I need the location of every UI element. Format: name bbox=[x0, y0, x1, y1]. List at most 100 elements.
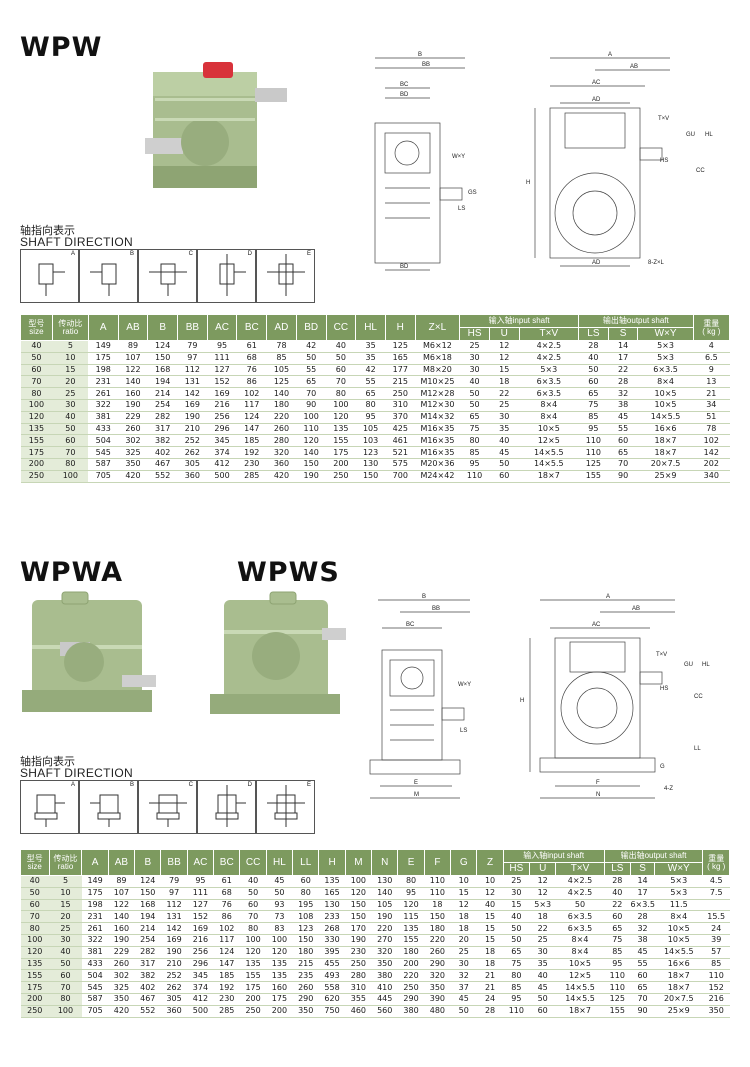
table-cell: 18 bbox=[450, 922, 477, 935]
table-cell: 73 bbox=[266, 910, 293, 924]
table-cell: 560 bbox=[371, 1005, 398, 1018]
table-cell: 60 bbox=[49, 969, 82, 983]
table-cell: 103 bbox=[355, 434, 386, 448]
header-wy-2: W×Y bbox=[654, 862, 704, 876]
table-cell: 22 bbox=[608, 364, 638, 377]
header-bc-1: BC bbox=[236, 314, 268, 341]
table-cell: 5×3 bbox=[637, 352, 694, 365]
header-output-shaft-1: 输出轴output shaft bbox=[578, 314, 694, 328]
table-cell: 65 bbox=[630, 981, 655, 994]
table-cell: 587 bbox=[81, 993, 109, 1006]
header-cc-2: CC bbox=[239, 849, 267, 876]
header-e-2: E bbox=[397, 849, 425, 876]
table-cell: 5×3 bbox=[654, 875, 703, 888]
table-cell: 322 bbox=[88, 399, 119, 412]
table-cell: 330 bbox=[318, 934, 346, 947]
table-cell: 38 bbox=[608, 399, 638, 412]
table-cell: 60 bbox=[578, 375, 609, 389]
table-cell: 80 bbox=[292, 887, 319, 900]
table-cell: 105 bbox=[371, 899, 398, 912]
table-cell: 40 bbox=[604, 887, 631, 900]
table-cell: 310 bbox=[345, 981, 372, 994]
table-cell: 97 bbox=[160, 887, 188, 900]
table-cell: 14×5.5 bbox=[555, 981, 605, 994]
table-cell: 18×7 bbox=[637, 434, 694, 448]
table-cell: 150 bbox=[345, 899, 372, 912]
header-hs-2: HS bbox=[502, 862, 531, 876]
table-cell: 230 bbox=[236, 458, 267, 471]
table-cell: 4 bbox=[693, 340, 730, 353]
table-cell: 76 bbox=[236, 364, 267, 377]
table-cell: 135 bbox=[239, 958, 267, 971]
drawing-label-ac-1: AC bbox=[592, 80, 601, 86]
table-cell: 45 bbox=[529, 981, 556, 994]
table-cell: 100 bbox=[239, 934, 267, 947]
table-cell: 262 bbox=[177, 446, 208, 459]
table-cell: 190 bbox=[160, 946, 188, 959]
direction-e-diagram: E bbox=[256, 249, 315, 303]
table-cell: 420 bbox=[108, 1005, 135, 1018]
table-cell: 95 bbox=[397, 887, 425, 900]
table-cell: 80 bbox=[49, 993, 82, 1006]
table-cell: 268 bbox=[318, 922, 346, 935]
table-cell: M8×20 bbox=[415, 364, 460, 377]
drawing-label-cc-2: CC bbox=[694, 694, 703, 700]
table-cell: 25 bbox=[529, 934, 556, 947]
table-cell: 750 bbox=[318, 1005, 346, 1018]
table-cell: 28 bbox=[604, 875, 631, 888]
table-cell: 95 bbox=[503, 993, 530, 1006]
table-cell: 14×5.5 bbox=[555, 993, 605, 1006]
direction-a-diagram: A bbox=[20, 249, 79, 303]
table-cell: 12×5 bbox=[519, 434, 579, 448]
table-cell: 320 bbox=[424, 969, 451, 983]
table-cell: 60 bbox=[608, 434, 638, 448]
table-cell: 115 bbox=[397, 910, 425, 924]
table-cell: 12 bbox=[529, 887, 556, 900]
drawing-label-hs-1: HS bbox=[660, 158, 668, 164]
table-cell: 60 bbox=[239, 899, 267, 912]
table-cell: 152 bbox=[187, 910, 214, 924]
table-cell: 108 bbox=[292, 910, 319, 924]
drawing-label-ll-2: LL bbox=[694, 746, 701, 752]
table-cell: 380 bbox=[371, 969, 398, 983]
table-cell: 587 bbox=[88, 458, 119, 471]
header-a-2: A bbox=[81, 849, 109, 876]
table-cell: 70 bbox=[239, 910, 267, 924]
table-cell: 61 bbox=[236, 340, 267, 353]
table-cell: 467 bbox=[147, 458, 178, 471]
table-cell: 296 bbox=[187, 958, 214, 971]
table-cell: 169 bbox=[177, 399, 208, 412]
table-cell: 65 bbox=[296, 375, 327, 389]
header-weight-2: 重量( kg ) bbox=[702, 849, 730, 876]
table-cell: 55 bbox=[630, 958, 655, 971]
table-cell: 155 bbox=[326, 434, 356, 448]
drawing-label-f-2: F bbox=[596, 780, 600, 786]
table-cell: 504 bbox=[88, 434, 119, 448]
table-cell: 142 bbox=[177, 387, 208, 400]
drawing-label-txv-2: T×V bbox=[656, 652, 667, 658]
table-cell: 18×7 bbox=[637, 446, 694, 459]
table-cell: 86 bbox=[236, 375, 267, 389]
table-cell: 305 bbox=[160, 993, 188, 1006]
table-cell: 350 bbox=[424, 981, 451, 994]
table-cell: 504 bbox=[81, 969, 109, 983]
table-cell: 380 bbox=[397, 1005, 425, 1018]
table-cell: 80 bbox=[397, 875, 425, 888]
table-cell: 85 bbox=[578, 411, 609, 424]
table-cell: 110 bbox=[424, 875, 451, 888]
header-bb-1: BB bbox=[177, 314, 208, 341]
drawing-label-hs-2: HS bbox=[660, 686, 668, 692]
table-cell: 155 bbox=[397, 934, 425, 947]
table-cell: 402 bbox=[147, 446, 178, 459]
table-cell: 140 bbox=[266, 387, 297, 400]
table-cell: 250 bbox=[345, 958, 372, 971]
table-cell: 25×9 bbox=[637, 470, 694, 483]
table-cell: 15 bbox=[476, 934, 504, 947]
direction-a-label: A bbox=[70, 251, 75, 257]
table-cell: 122 bbox=[118, 364, 148, 377]
shaft-direction-cn-1: 轴指向表示 bbox=[20, 225, 75, 237]
table-cell: 18 bbox=[450, 910, 477, 924]
table-cell: 130 bbox=[318, 899, 346, 912]
table-cell: 70 bbox=[20, 375, 53, 389]
